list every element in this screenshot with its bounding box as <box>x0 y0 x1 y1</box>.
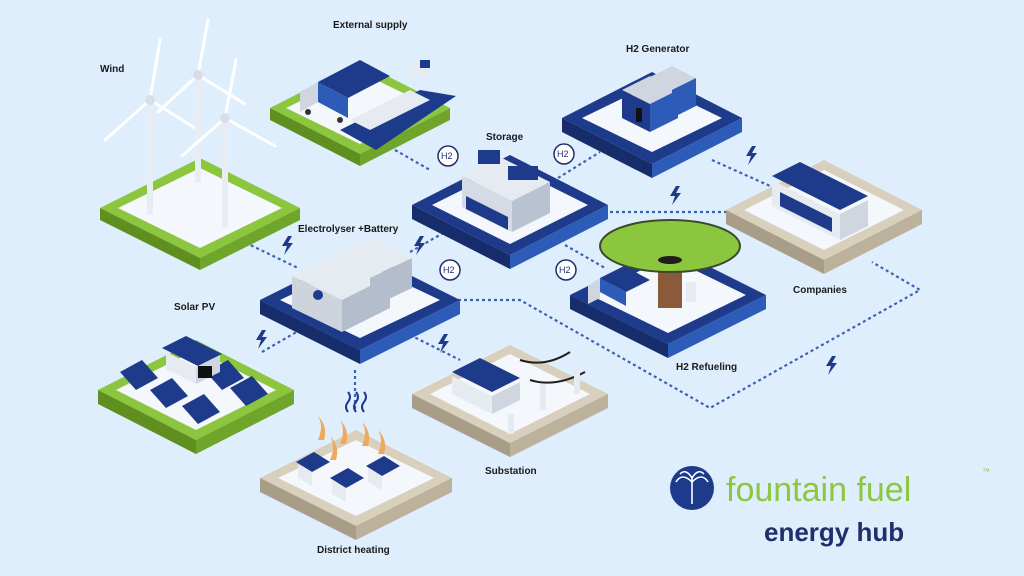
svg-text:H2: H2 <box>559 265 571 275</box>
label-storage: Storage <box>486 132 524 143</box>
tile-solar-pv <box>98 336 294 454</box>
svg-text:H2: H2 <box>443 265 455 275</box>
svg-text:H2: H2 <box>441 151 453 161</box>
flow-solar-electrolyser <box>261 329 301 353</box>
flow-electrolyser-storage <box>409 227 453 253</box>
storage-building-icon <box>462 150 550 232</box>
flow-h2gen-companies <box>711 158 771 188</box>
tile-h2-refueling <box>570 219 766 358</box>
h2-badge: H2 <box>555 259 577 281</box>
label-district-heating: District heating <box>317 545 390 556</box>
flow-external-storage <box>394 149 431 171</box>
ship-icon <box>340 60 456 150</box>
house-icon <box>162 336 222 384</box>
brand-tagline: energy hub <box>764 517 904 547</box>
label-electrolyser: Electrolyser +Battery <box>298 224 399 235</box>
houses-icon <box>296 452 400 502</box>
tile-storage <box>412 150 608 269</box>
brand-trademark: ™ <box>982 467 990 476</box>
svg-text:H2: H2 <box>557 149 569 159</box>
flow-storage-refueling <box>564 244 606 269</box>
refueling-station-icon <box>599 219 741 308</box>
wind-turbine-icon <box>103 18 277 228</box>
label-external-supply: External supply <box>333 20 408 31</box>
tile-substation <box>412 345 608 457</box>
h2-badge: H2 <box>437 145 459 167</box>
tile-h2-generator <box>562 66 742 178</box>
label-h2-generator: H2 Generator <box>626 44 689 55</box>
substation-icon <box>452 351 586 434</box>
lightning-bolts <box>256 146 837 375</box>
flow-electrolyser-substation <box>409 334 461 361</box>
battery-container-icon <box>292 238 412 332</box>
container-icon <box>622 66 696 132</box>
flow-wind-electrolyser <box>239 239 299 269</box>
tile-electrolyser <box>260 238 460 364</box>
bolt-icon <box>282 236 293 255</box>
factory-icon <box>772 162 868 240</box>
h2-badges: H2 H2 H2 H2 <box>437 143 577 281</box>
label-substation: Substation <box>485 466 537 477</box>
flow-storage-h2gen <box>557 151 601 179</box>
h2-badge: H2 <box>439 259 461 281</box>
bolt-icon <box>414 236 425 255</box>
truck-icon <box>300 60 390 123</box>
label-solar-pv: Solar PV <box>174 302 215 313</box>
truck-icon <box>588 266 650 306</box>
brand-name: fountain fuel <box>726 471 911 509</box>
tile-companies <box>726 160 922 274</box>
tile-district-heating <box>260 391 452 540</box>
bolt-icon <box>670 186 681 205</box>
tile-wind <box>100 18 300 270</box>
bolt-icon <box>826 356 837 375</box>
bolt-icon <box>256 330 267 349</box>
solar-panel-icon <box>120 360 268 424</box>
bolt-icon <box>438 334 449 353</box>
flame-icon <box>318 416 386 460</box>
heat-waves-icon <box>345 391 367 413</box>
flow-lines <box>239 149 923 412</box>
fountain-spray-icon <box>675 470 709 504</box>
bolt-icon <box>746 146 757 165</box>
brand-logo: fountain fuel ™ energy hub <box>670 466 990 547</box>
tile-external-supply <box>270 60 456 166</box>
label-h2-refueling: H2 Refueling <box>676 362 737 373</box>
label-companies: Companies <box>793 285 847 296</box>
label-wind: Wind <box>100 64 124 75</box>
h2-badge: H2 <box>553 143 575 165</box>
